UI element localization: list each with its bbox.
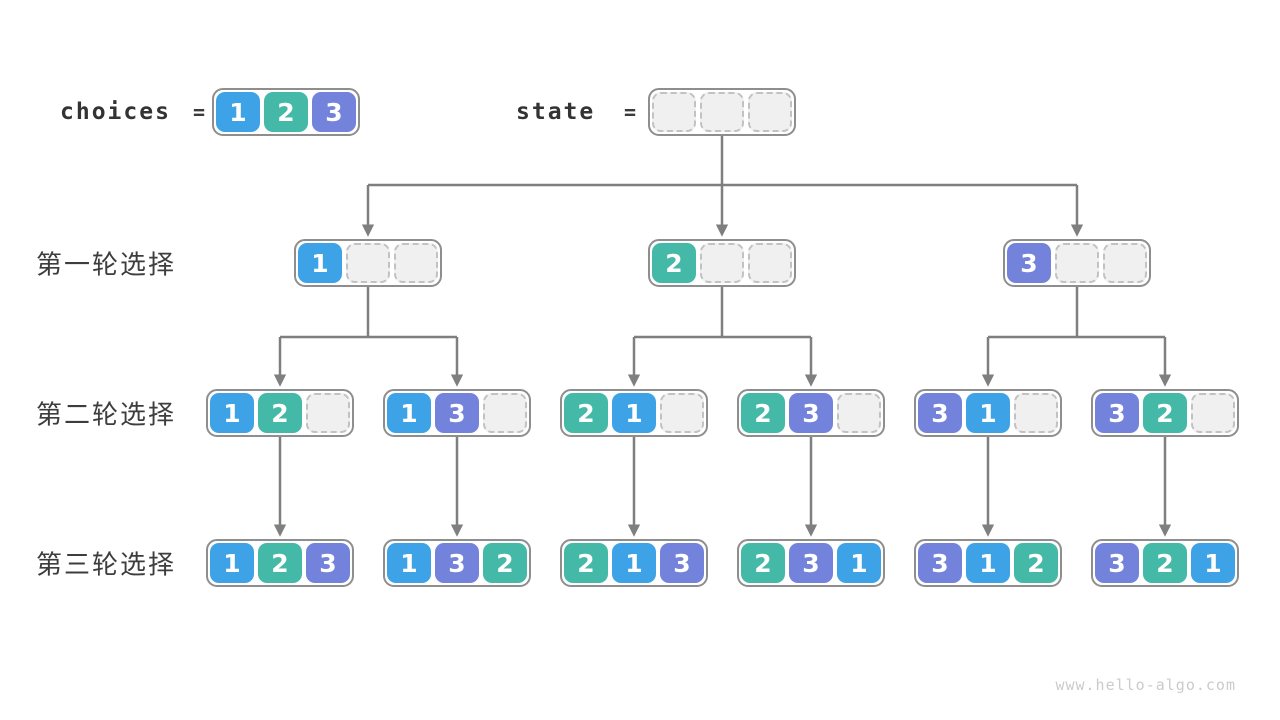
value-cell: 2 xyxy=(1014,543,1058,583)
empty-cell xyxy=(394,243,438,283)
value-cell: 1 xyxy=(966,543,1010,583)
round-label: 第二轮选择 xyxy=(36,399,177,430)
empty-cell xyxy=(660,393,704,433)
value-cell: 2 xyxy=(264,92,308,132)
value-cell: 1 xyxy=(1191,543,1235,583)
empty-cell xyxy=(837,393,881,433)
value-cell: 2 xyxy=(652,243,696,283)
value-cell: 2 xyxy=(258,543,302,583)
value-cell: 1 xyxy=(210,393,254,433)
empty-cell xyxy=(652,92,696,132)
value-cell: 2 xyxy=(741,543,785,583)
empty-cell xyxy=(1103,243,1147,283)
value-cell: 1 xyxy=(837,543,881,583)
value-cell: 3 xyxy=(435,543,479,583)
value-cell: 1 xyxy=(210,543,254,583)
value-cell: 3 xyxy=(789,543,833,583)
empty-cell xyxy=(483,393,527,433)
value-cell: 3 xyxy=(918,543,962,583)
value-cell: 3 xyxy=(1007,243,1051,283)
state-label: state xyxy=(516,99,596,125)
choices-label: choices xyxy=(60,99,171,125)
value-cell: 2 xyxy=(741,393,785,433)
state-array-node: 1 xyxy=(294,239,442,287)
empty-cell xyxy=(700,243,744,283)
value-cell: 3 xyxy=(789,393,833,433)
empty-cell xyxy=(1014,393,1058,433)
value-cell: 1 xyxy=(612,543,656,583)
value-cell: 3 xyxy=(435,393,479,433)
value-cell: 3 xyxy=(660,543,704,583)
round-label: 第三轮选择 xyxy=(36,549,177,580)
empty-cell xyxy=(1055,243,1099,283)
value-cell: 2 xyxy=(1143,543,1187,583)
empty-cell xyxy=(346,243,390,283)
value-cell: 2 xyxy=(483,543,527,583)
value-cell: 2 xyxy=(564,543,608,583)
value-cell: 1 xyxy=(612,393,656,433)
value-cell: 1 xyxy=(298,243,342,283)
equals-sign: = xyxy=(624,100,637,124)
state-array xyxy=(648,88,796,136)
value-cell: 3 xyxy=(312,92,356,132)
empty-cell xyxy=(748,92,792,132)
round-label: 第一轮选择 xyxy=(36,249,177,280)
empty-cell xyxy=(748,243,792,283)
value-cell: 2 xyxy=(258,393,302,433)
value-cell: 1 xyxy=(387,543,431,583)
value-cell: 3 xyxy=(918,393,962,433)
value-cell: 3 xyxy=(1095,543,1139,583)
value-cell: 1 xyxy=(216,92,260,132)
state-array-node: 2 xyxy=(648,239,796,287)
empty-cell xyxy=(700,92,744,132)
equals-sign: = xyxy=(193,100,206,124)
watermark: www.hello-algo.com xyxy=(1055,676,1236,694)
value-cell: 2 xyxy=(564,393,608,433)
empty-cell xyxy=(1191,393,1235,433)
state-array-node: 3 xyxy=(1003,239,1151,287)
empty-cell xyxy=(306,393,350,433)
value-cell: 3 xyxy=(1095,393,1139,433)
value-cell: 1 xyxy=(966,393,1010,433)
value-cell: 3 xyxy=(306,543,350,583)
value-cell: 1 xyxy=(387,393,431,433)
value-cell: 2 xyxy=(1143,393,1187,433)
